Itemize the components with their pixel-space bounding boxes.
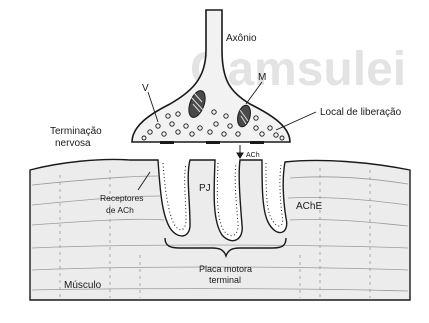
ache-label: AChE <box>296 201 322 212</box>
receptors-label-line1: Receptores <box>100 193 143 203</box>
receptors-label-line2: de ACh <box>106 205 134 215</box>
nerve-terminal-label-line1: Terminação <box>50 126 102 137</box>
nerve-terminal-label-line2: nervosa <box>55 138 91 149</box>
muscle-label: Músculo <box>64 280 102 291</box>
junctional-fold-label: PJ <box>199 183 211 194</box>
ach-label: ACh <box>246 152 260 159</box>
vesicles-label: V <box>142 83 149 94</box>
axon-label: Axônio <box>226 33 257 44</box>
endplate-label-line2: terminal <box>209 275 241 285</box>
mitochondria-label: M <box>258 72 266 83</box>
ach-release-arrow <box>237 145 243 158</box>
release-site-label: Local de liberação <box>320 107 402 118</box>
endplate-label-line1: Placa motora <box>199 264 252 274</box>
